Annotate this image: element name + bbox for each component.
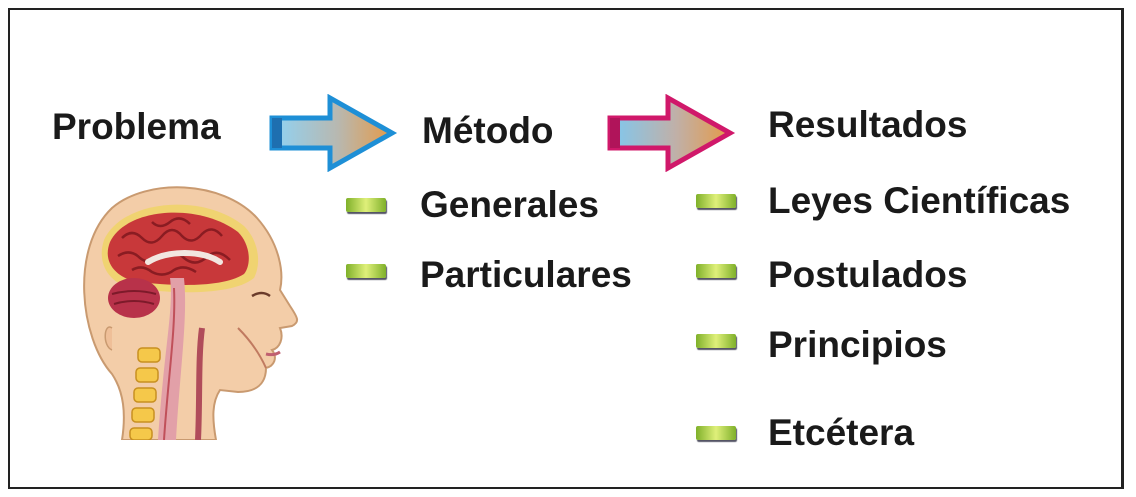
result-bullet-3 (696, 334, 736, 348)
result-item-leyes: Leyes Científicas (768, 180, 1071, 221)
arrow-problem-to-method-icon (269, 94, 398, 172)
result-item-postulados: Postulados (768, 254, 968, 295)
diagram-frame (8, 8, 1124, 489)
result-item-etcetera: Etcétera (768, 412, 915, 453)
method-bullet-1 (346, 198, 386, 212)
result-bullet-1 (696, 194, 736, 208)
arrow-method-to-results-icon (607, 94, 736, 172)
method-item-particulares: Particulares (420, 254, 632, 295)
result-bullet-2 (696, 264, 736, 278)
problem-label: Problema (52, 106, 221, 147)
method-item-generales: Generales (420, 184, 599, 225)
results-label: Resultados (768, 104, 968, 145)
result-bullet-4 (696, 426, 736, 440)
result-item-principios: Principios (768, 324, 947, 365)
method-bullet-2 (346, 264, 386, 278)
human-head-anatomy-icon (83, 186, 298, 440)
method-label: Método (422, 110, 554, 151)
